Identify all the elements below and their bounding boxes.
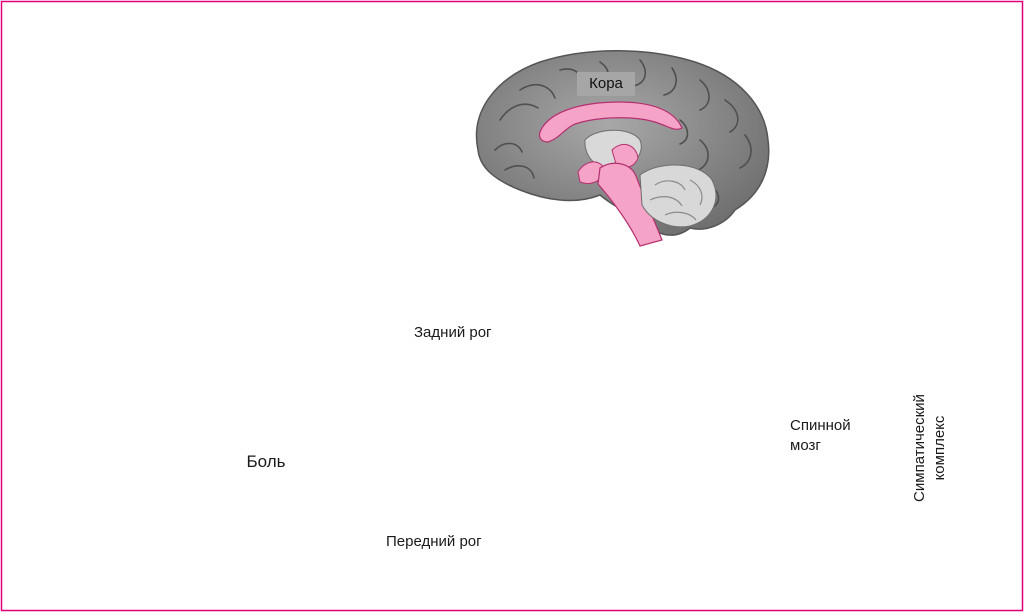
dorsal-horn-label: Задний рог <box>414 324 492 341</box>
pain-label: Боль <box>226 452 306 472</box>
spinal-cord-label-line1: Спинной <box>790 417 851 434</box>
ventral-horn-label: Передний рог <box>386 533 482 550</box>
sympathetic-label: Симпатический комплекс <box>910 394 950 502</box>
spinal-cord-label-line2: мозг <box>790 437 821 454</box>
cortex-label: Кора <box>577 72 635 96</box>
sympathetic-label-wrap: Симпатический комплекс <box>900 360 960 536</box>
